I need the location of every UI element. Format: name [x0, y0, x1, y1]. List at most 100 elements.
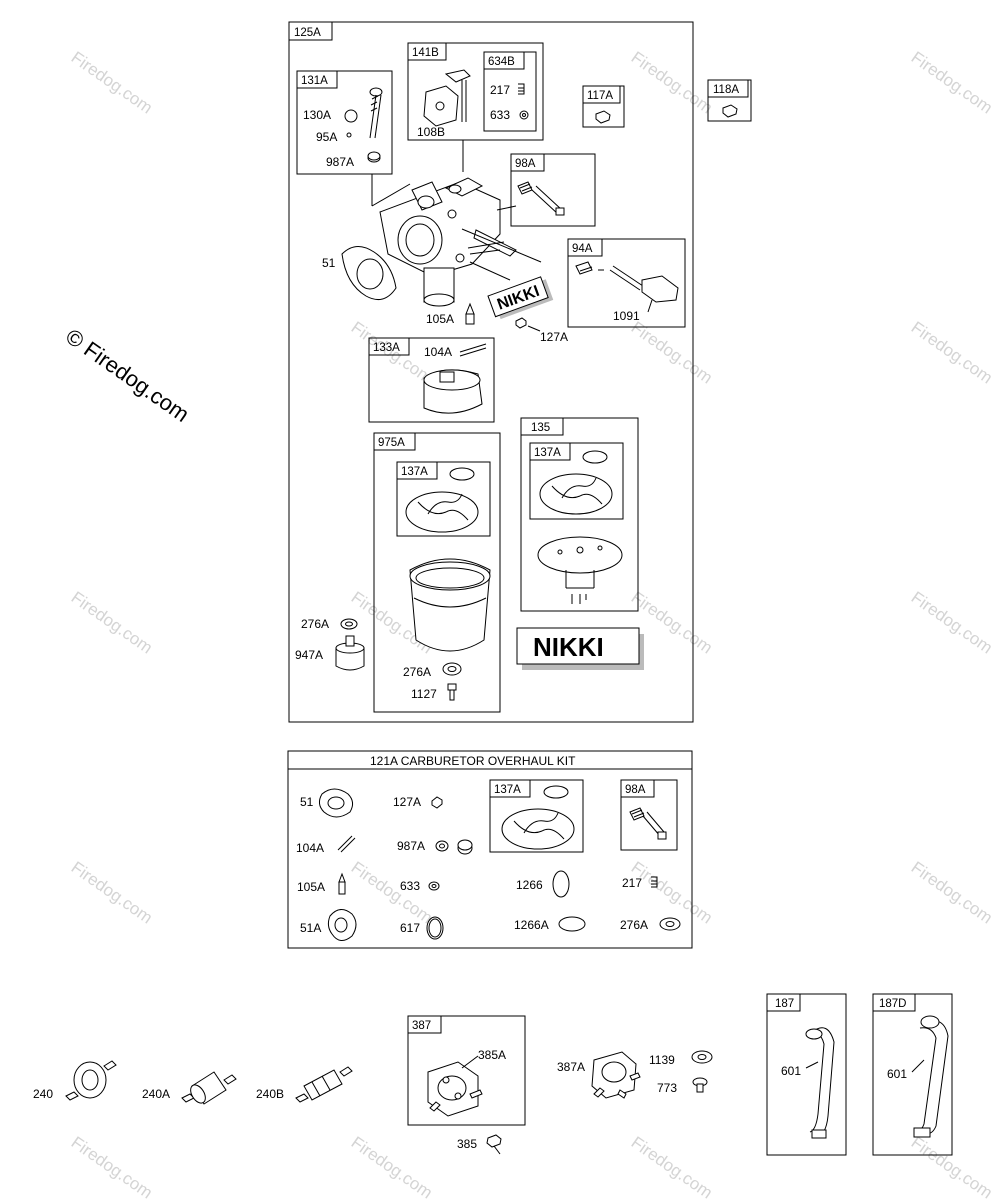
group-187D-label[interactable]: 187D	[879, 998, 907, 1010]
part-385-label[interactable]: 385	[457, 1137, 477, 1151]
kit-part-633-label[interactable]: 633	[400, 879, 420, 893]
group-133A-label[interactable]: 133A	[373, 342, 400, 354]
kit-part-51-drawing	[318, 788, 354, 818]
part-127A-drawing	[515, 317, 541, 332]
watermark-text: Firedog.com	[348, 1133, 436, 1200]
watermark-text: Firedog.com	[908, 48, 996, 118]
nikki-large-tag: NIKKI	[516, 627, 644, 670]
part-130A-drawing	[344, 109, 358, 123]
main-assembly-label-box	[288, 21, 333, 41]
group-137A-label-box	[529, 442, 571, 461]
fuel-solenoid-drawing	[335, 635, 365, 671]
part-51-label[interactable]: 51	[322, 256, 336, 270]
kit-part-617-label[interactable]: 617	[400, 921, 420, 935]
part-387A-label[interactable]: 387A	[557, 1060, 585, 1074]
kit-part-1266A-label[interactable]: 1266A	[514, 918, 549, 932]
part-276A-label[interactable]: 276A	[301, 617, 329, 631]
group-94A-label[interactable]: 94A	[572, 243, 593, 255]
kit-gasket-137A-drawing	[501, 785, 575, 850]
part-240B-label[interactable]: 240B	[256, 1087, 284, 1101]
leader-lines	[371, 140, 542, 281]
group-98A-label-box	[510, 153, 545, 172]
kit-part-217-label[interactable]: 217	[622, 876, 642, 890]
overhaul-kit-section: 121A CARBURETOR OVERHAUL KIT 51 127A 137…	[287, 750, 693, 949]
fuel-pump-387A-drawing	[591, 1051, 641, 1099]
part-276A-drawing	[340, 618, 358, 630]
watermark-text: Firedog.com	[628, 1133, 716, 1200]
nikki-small-tag: NIKKI	[487, 276, 554, 320]
part-105A-label[interactable]: 105A	[426, 312, 454, 326]
part-130A-label[interactable]: 130A	[303, 108, 331, 122]
group-137A-label[interactable]: 137A	[534, 447, 561, 459]
part-633-drawing	[519, 110, 529, 120]
main-assembly-frame	[288, 21, 694, 723]
part-240-label[interactable]: 240	[33, 1087, 53, 1101]
kit-group-137A-label-box	[489, 779, 531, 798]
part-947A-label[interactable]: 947A	[295, 648, 323, 662]
kit-group-137A-frame	[489, 779, 584, 853]
group-98A-label[interactable]: 98A	[515, 158, 536, 170]
part-385A-label[interactable]: 385A	[478, 1048, 506, 1062]
overhaul-kit-title[interactable]: 121A CARBURETOR OVERHAUL KIT	[370, 754, 576, 768]
kit-part-633-drawing	[428, 881, 440, 891]
group-137A-frame	[396, 461, 491, 537]
kit-part-987A-label[interactable]: 987A	[397, 839, 425, 853]
fuel-filter-240B-drawing	[295, 1066, 353, 1103]
watermark-text: Firedog.com	[348, 858, 436, 928]
kit-part-1266-label[interactable]: 1266	[516, 878, 543, 892]
part-217-drawing	[518, 83, 525, 95]
kit-part-104A-label[interactable]: 104A	[296, 841, 324, 855]
group-975A-label[interactable]: 975A	[378, 437, 405, 449]
overhaul-kit-frame	[287, 750, 693, 949]
part-633-label[interactable]: 633	[490, 108, 510, 122]
main-assembly: 125A 131A 130A 95A 987A 141B 108B	[288, 21, 752, 723]
group-118A-label[interactable]: 118A	[713, 84, 739, 96]
gasket-137A-drawing	[539, 450, 613, 515]
group-141B-label[interactable]: 141B	[412, 47, 439, 59]
group-634B-label[interactable]: 634B	[488, 56, 515, 68]
part-1139-label[interactable]: 1139	[649, 1053, 675, 1067]
part-601-label[interactable]: 601	[887, 1067, 907, 1081]
kit-part-217-drawing	[651, 876, 658, 888]
group-187-label[interactable]: 187	[775, 998, 794, 1010]
part-217-label[interactable]: 217	[490, 83, 510, 97]
part-601-label[interactable]: 601	[781, 1064, 801, 1078]
kit-part-987A-drawing	[435, 839, 473, 855]
part-240A-label[interactable]: 240A	[142, 1087, 170, 1101]
group-135-label[interactable]: 135	[531, 422, 550, 434]
part-987A-label[interactable]: 987A	[326, 155, 354, 169]
kit-group-98A-label[interactable]: 98A	[625, 784, 646, 796]
part-95A-label[interactable]: 95A	[316, 130, 337, 144]
group-141B-label-box	[407, 42, 447, 61]
group-187-label-box	[766, 993, 801, 1012]
part-1127-label[interactable]: 1127	[411, 687, 437, 701]
kit-part-276A-drawing	[659, 917, 681, 931]
watermark-text: Firedog.com	[68, 1133, 156, 1200]
part-104A-label[interactable]: 104A	[424, 345, 452, 359]
group-387-label[interactable]: 387	[412, 1020, 431, 1032]
group-387-frame	[407, 1015, 526, 1126]
kit-part-105A-label[interactable]: 105A	[297, 880, 325, 894]
kit-part-127A-label[interactable]: 127A	[393, 795, 421, 809]
part-108B-label[interactable]: 108B	[417, 125, 445, 139]
bottom-row: 240 240A 240B 387 385A	[33, 993, 953, 1156]
group-141B-frame	[407, 42, 544, 141]
part-987A-drawing	[367, 151, 381, 163]
part-276A-label[interactable]: 276A	[403, 665, 431, 679]
main-assembly-label[interactable]: 125A	[294, 27, 321, 39]
idle-screw-drawing	[517, 181, 565, 216]
kit-part-51-label[interactable]: 51	[300, 795, 314, 809]
group-137A-label[interactable]: 137A	[401, 466, 428, 478]
group-133A-frame	[368, 337, 495, 423]
part-773-label[interactable]: 773	[657, 1081, 677, 1095]
kit-part-276A-label[interactable]: 276A	[620, 918, 648, 932]
part-127A-label[interactable]: 127A	[540, 330, 568, 344]
group-131A-label-box	[296, 70, 338, 89]
part-1091-label[interactable]: 1091	[613, 309, 640, 323]
kit-group-137A-label[interactable]: 137A	[494, 784, 521, 796]
group-131A-label[interactable]: 131A	[301, 75, 328, 87]
throttle-plate-drawing	[423, 69, 471, 127]
group-117A-label[interactable]: 117A	[587, 90, 613, 102]
kit-part-51A-label[interactable]: 51A	[300, 921, 321, 935]
fuel-filter-240A-drawing	[181, 1071, 237, 1105]
